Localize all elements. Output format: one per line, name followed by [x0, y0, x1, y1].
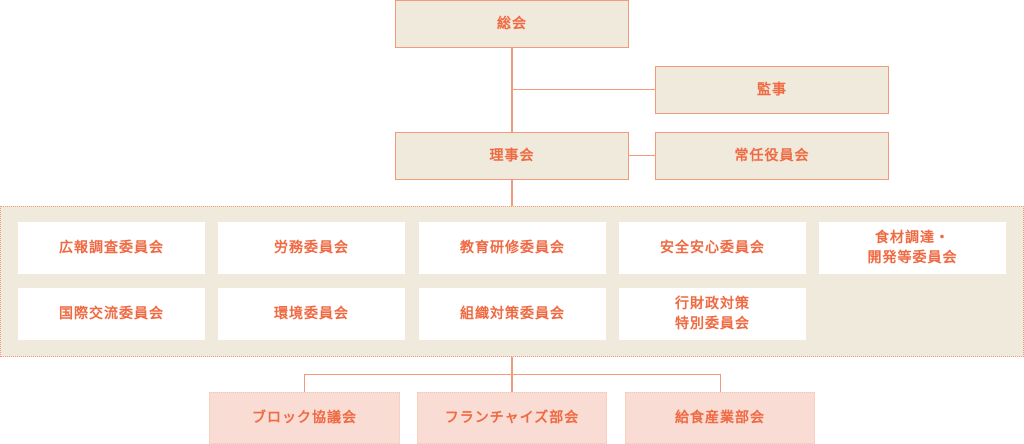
- section-box: フランチャイズ部会: [417, 392, 607, 444]
- committee-box: 教育研修委員会: [419, 222, 606, 274]
- connector-line: [304, 374, 305, 392]
- committee-label: 教育研修委員会: [460, 239, 565, 256]
- committee-box: 広報調査委員会: [18, 222, 205, 274]
- committee-box: 行財政対策 特別委員会: [619, 288, 806, 340]
- connector-line: [720, 374, 721, 392]
- board-label: 理事会: [489, 147, 535, 164]
- auditor-box: 監事: [655, 66, 889, 114]
- section-label: 給食産業部会: [675, 409, 765, 426]
- board-box: 理事会: [395, 132, 629, 180]
- connector-line: [511, 48, 513, 206]
- committee-box: 食材調達・ 開発等委員会: [819, 222, 1006, 274]
- executive-board-box: 常任役員会: [655, 132, 889, 180]
- committee-box: 国際交流委員会: [18, 288, 205, 340]
- section-label: フランチャイズ部会: [444, 409, 580, 426]
- connector-line: [512, 89, 655, 90]
- committee-label: 国際交流委員会: [59, 305, 164, 322]
- committee-label: 組織対策委員会: [460, 305, 565, 322]
- section-label: ブロック協議会: [252, 409, 357, 426]
- general-assembly-label: 総会: [497, 15, 527, 32]
- committee-label: 労務委員会: [274, 239, 349, 256]
- section-box: ブロック協議会: [209, 392, 400, 444]
- general-assembly-box: 総会: [395, 0, 629, 48]
- committee-label: 安全安心委員会: [660, 239, 765, 256]
- executive-board-label: 常任役員会: [734, 147, 810, 164]
- section-box: 給食産業部会: [625, 392, 815, 444]
- committee-box: 環境委員会: [218, 288, 405, 340]
- committee-label: 環境委員会: [274, 305, 349, 322]
- committee-label: 行財政対策 特別委員会: [675, 295, 750, 332]
- connector-line: [304, 374, 721, 375]
- committee-label: 食材調達・ 開発等委員会: [867, 229, 958, 266]
- committee-label: 広報調査委員会: [59, 239, 164, 256]
- connector-line: [629, 155, 655, 156]
- auditor-label: 監事: [757, 81, 787, 98]
- committee-box: 安全安心委員会: [619, 222, 806, 274]
- committee-box: 労務委員会: [218, 222, 405, 274]
- committee-box: 組織対策委員会: [419, 288, 606, 340]
